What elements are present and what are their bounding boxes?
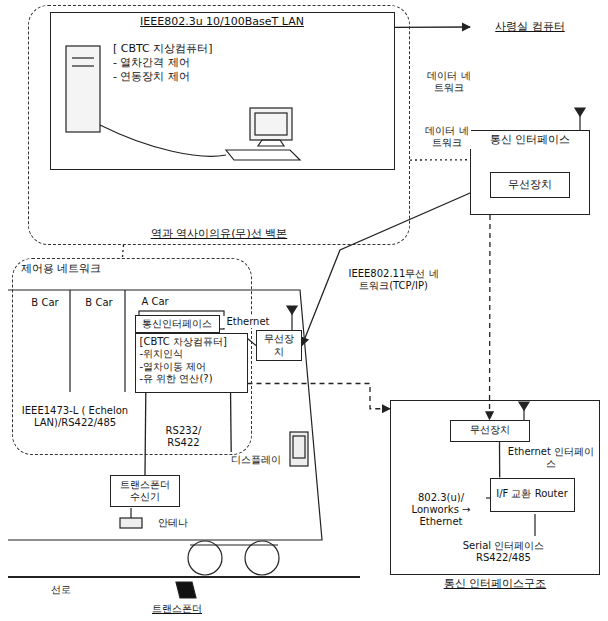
lan-box: IEEE802.3u 10/100BaseT LAN[ CBTC 지상컴퓨터]-… (50, 12, 395, 170)
node-text: 통신인터페이스 (142, 318, 212, 331)
node-text: 사령실 컴퓨터 (495, 20, 565, 34)
node-text: 통신 인터페이스구조 (391, 577, 599, 591)
node-text: - 연동장치 제어 (113, 70, 190, 84)
node-text: 무선장치 (470, 424, 510, 437)
antenna-label: 안테나 (150, 517, 196, 529)
node-text: 통신 인터페이스 (490, 133, 571, 147)
edge-label: Ethernet 인터페이스 (505, 446, 597, 470)
transponder-receiver: 트랜스폰더 수신기 (110, 475, 180, 507)
connector (410, 159, 470, 161)
node-text: -위치인식 (140, 348, 184, 361)
car-label: A Car (132, 296, 178, 308)
rail (8, 576, 360, 578)
backbone-region: 역과 역사이의유(무)선 백본 IEEE802.3u 10/100BaseT LA… (28, 5, 410, 245)
node-text: 역과 역사이의유(무)선 백본 (151, 227, 288, 241)
pc-tower (66, 46, 100, 132)
monitor (250, 108, 292, 140)
keyboard (226, 150, 300, 160)
radio-box: 무선장치 (450, 420, 530, 442)
node-text: 무선장치 (261, 333, 297, 358)
connector (499, 442, 501, 478)
connector (122, 245, 123, 258)
node-text: [ CBTC 지상컴퓨터] (113, 42, 213, 56)
antenna-box (120, 518, 142, 528)
bus-label: IEEE1473-L ( Echelon LAN)/RS422/485 (18, 405, 132, 429)
node-text: - 열차간격 제어 (113, 56, 190, 70)
car-label: B Car (22, 297, 68, 309)
transponder-label: 트랜스폰더 (140, 603, 214, 615)
node-text: IEEE802.3u 10/100BaseT LAN (140, 15, 304, 29)
onboard-computer: [CBTC 차상컴퓨터]-위치인식-열차이동 제어-유 위한 연산(?) (135, 333, 248, 393)
connector (302, 185, 490, 346)
node-text: 무선장치 (508, 178, 552, 192)
interface-label: Serial 인터페이스 RS422/485 (440, 540, 567, 564)
node-text: I/F 교환 Router (496, 488, 568, 501)
node-text: -유 위한 연산(?) (140, 373, 213, 386)
connector (144, 393, 146, 476)
wheel (245, 541, 279, 575)
radio-box: 무선장치 (256, 330, 302, 361)
comm-interface-box: 통신 인터페이스무선장치 (470, 130, 590, 215)
network-label: 데이터 네트워크 (425, 70, 473, 94)
control-room-computer: 사령실 컴퓨터 (470, 18, 590, 36)
edge-label: 데이터 네트워크 (423, 125, 471, 149)
track-label: 선로 (40, 584, 82, 596)
wheel (188, 541, 222, 575)
display-icon (290, 432, 308, 466)
node-text: 제어용 네트워크 (21, 262, 102, 276)
edge-label: RS232/ RS422 (155, 425, 212, 449)
node-text: -열차이동 제어 (140, 361, 207, 374)
transponder (176, 582, 196, 598)
node-text: 디스플레이 (231, 454, 281, 467)
edge-label: Ethernet (222, 316, 274, 328)
connector (230, 393, 232, 453)
car-label: B Car (76, 297, 122, 309)
connector (489, 215, 491, 420)
connector (395, 26, 471, 28)
display-label: 디스플레이 (225, 452, 287, 468)
node-text: 트랜스폰더 수신기 (115, 479, 175, 504)
train-body (8, 290, 322, 540)
interface-label: 802.3(u)/ Lonworks → Ethernet (396, 492, 486, 528)
radio-box: 무선장치 (490, 172, 570, 198)
node-text: [CBTC 차상컴퓨터] (140, 336, 227, 349)
connector (248, 384, 391, 409)
edge-label: IEEE802.11무선 네트워크(TCP/IP) (345, 268, 442, 292)
router-box: I/F 교환 Router (490, 478, 575, 512)
ground-computer: [ CBTC 지상컴퓨터]- 열차간격 제어- 연동장치 제어 (111, 41, 251, 97)
comm-interface-box: 통신인터페이스 (135, 315, 220, 334)
